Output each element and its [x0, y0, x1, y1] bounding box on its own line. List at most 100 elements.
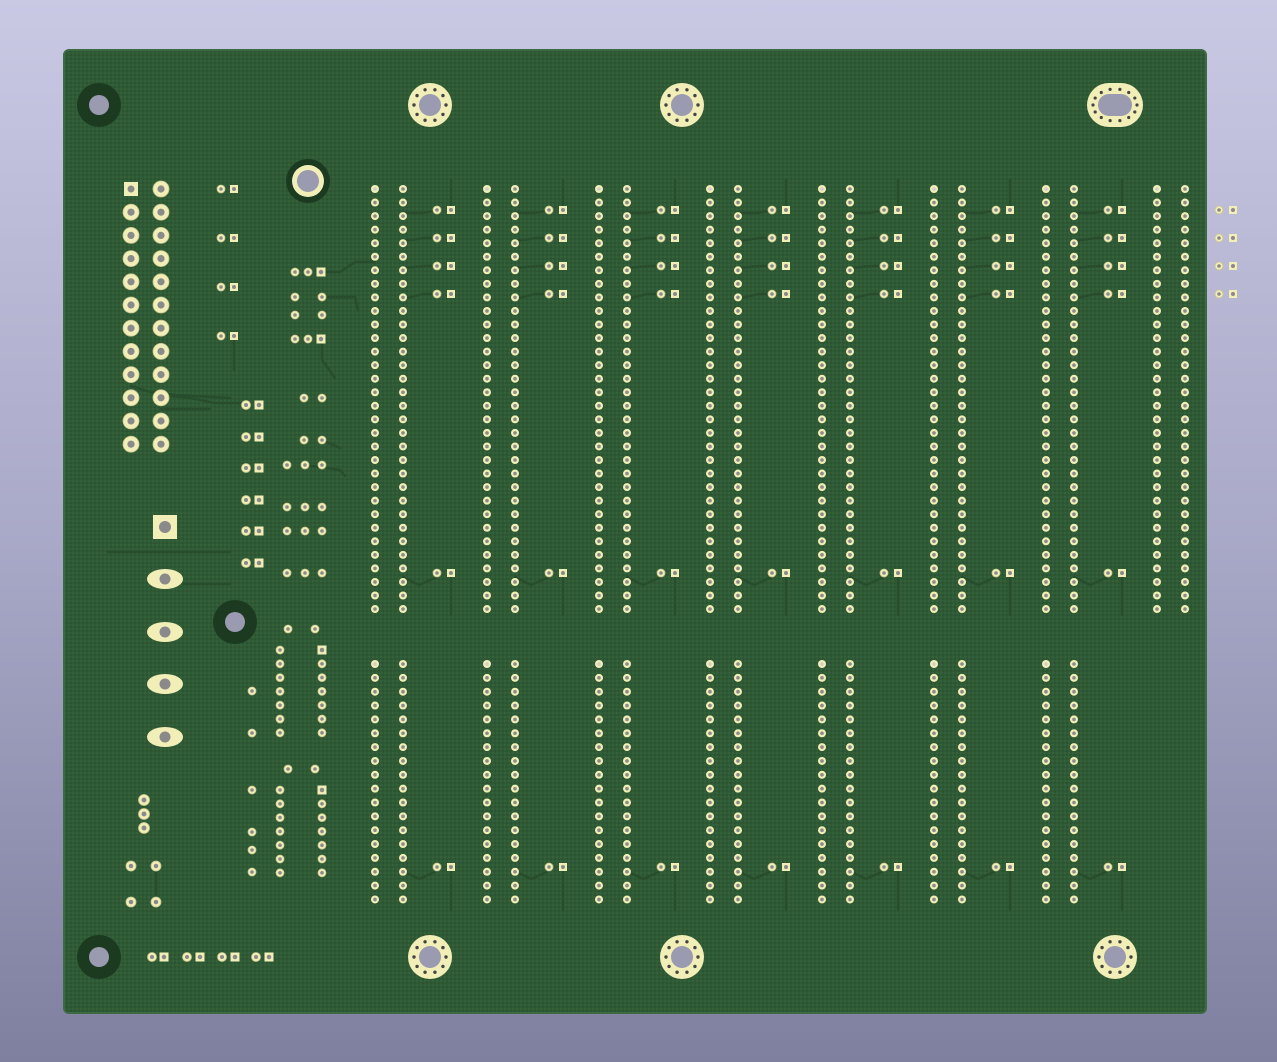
socket-pin [1181, 320, 1189, 329]
socket-pin [371, 687, 379, 696]
socket-pin [958, 401, 966, 410]
socket-pin [399, 225, 407, 234]
dip-pin [275, 799, 285, 809]
decoupling-pad [879, 289, 889, 299]
socket-pin [846, 442, 854, 451]
socket-pin [706, 784, 714, 793]
pcb-outline [63, 49, 1207, 1014]
socket-pin [1181, 456, 1189, 464]
ic-pad [290, 334, 300, 344]
socket-pin [623, 266, 631, 275]
socket-pin [399, 239, 407, 248]
socket-pin [595, 867, 603, 876]
socket-pin [1153, 185, 1161, 193]
socket-pin [706, 198, 714, 207]
socket-pin [818, 729, 826, 738]
socket-pin [371, 428, 379, 437]
socket-pin [930, 826, 938, 835]
dip-pin [317, 868, 327, 878]
socket-pin [483, 770, 491, 779]
mounting-hole-npth [286, 159, 330, 203]
socket-pin [595, 442, 603, 451]
socket-pin [846, 212, 854, 221]
socket-pin [399, 537, 407, 546]
socket-pin [595, 577, 603, 586]
socket-pin [483, 853, 491, 862]
socket-pin [1042, 266, 1050, 275]
decoupling-pad [767, 568, 777, 578]
socket-pin [846, 510, 854, 519]
resistor-pad [317, 393, 327, 403]
socket-pin [399, 428, 407, 437]
socket-pin [623, 415, 631, 424]
socket-pin [371, 756, 379, 765]
socket-pin [958, 347, 966, 356]
via [247, 728, 257, 738]
socket-pin [623, 784, 631, 793]
decoupling-pad [656, 205, 666, 215]
small-pad [216, 331, 226, 341]
socket-pin [623, 185, 631, 193]
resistor-pad [317, 526, 327, 536]
socket-pin [846, 564, 854, 573]
socket-pin [511, 881, 519, 890]
cap-pad [241, 558, 251, 568]
socket-pin [1181, 361, 1189, 370]
socket-pin [958, 564, 966, 573]
socket-pin [511, 510, 519, 519]
socket-pin [371, 784, 379, 793]
small-pad [230, 283, 238, 291]
socket-pin [623, 756, 631, 765]
socket-pin [1042, 334, 1050, 343]
socket-pin [734, 496, 742, 505]
socket-pin [734, 225, 742, 234]
socket-pin [1070, 279, 1078, 288]
socket-pin [846, 660, 854, 668]
socket-pin [1153, 212, 1161, 221]
socket-pin [399, 279, 407, 288]
socket-pin [846, 550, 854, 559]
socket-pin [511, 388, 519, 397]
socket-pin [1181, 225, 1189, 234]
socket-pin [511, 867, 519, 876]
socket-pin [371, 673, 379, 682]
small-pad [230, 185, 238, 193]
socket-pin [511, 840, 519, 849]
socket-pin [930, 770, 938, 779]
socket-pin [1153, 577, 1161, 586]
socket-pin [371, 840, 379, 849]
socket-pin [958, 605, 966, 614]
cap-pad [254, 432, 264, 442]
socket-pin [818, 334, 826, 343]
dip-pin [317, 813, 327, 822]
socket-pin [958, 701, 966, 710]
socket-pin [1042, 840, 1050, 849]
socket-pin [958, 591, 966, 600]
socket-pin [371, 212, 379, 221]
socket-pin [399, 415, 407, 424]
socket-pin [930, 550, 938, 559]
socket-pin [706, 320, 714, 329]
socket-pin [1153, 266, 1161, 275]
via [247, 867, 257, 877]
via [247, 827, 257, 837]
socket-pin [734, 881, 742, 890]
decoupling-pad [767, 205, 777, 215]
socket-pin [1153, 239, 1161, 248]
socket-pin [818, 266, 826, 275]
decoupling-pad [1214, 289, 1224, 299]
socket-pin [930, 537, 938, 546]
socket-pin [371, 895, 379, 904]
socket-pin [623, 853, 631, 862]
socket-pin [1042, 388, 1050, 397]
dip-pin [275, 659, 285, 669]
socket-pin [1042, 577, 1050, 586]
socket-pin [1070, 469, 1078, 478]
socket-pin [1070, 198, 1078, 207]
socket-pin [734, 510, 742, 519]
socket-pin [706, 469, 714, 478]
socket-pin [958, 729, 966, 738]
socket-pin [818, 840, 826, 849]
